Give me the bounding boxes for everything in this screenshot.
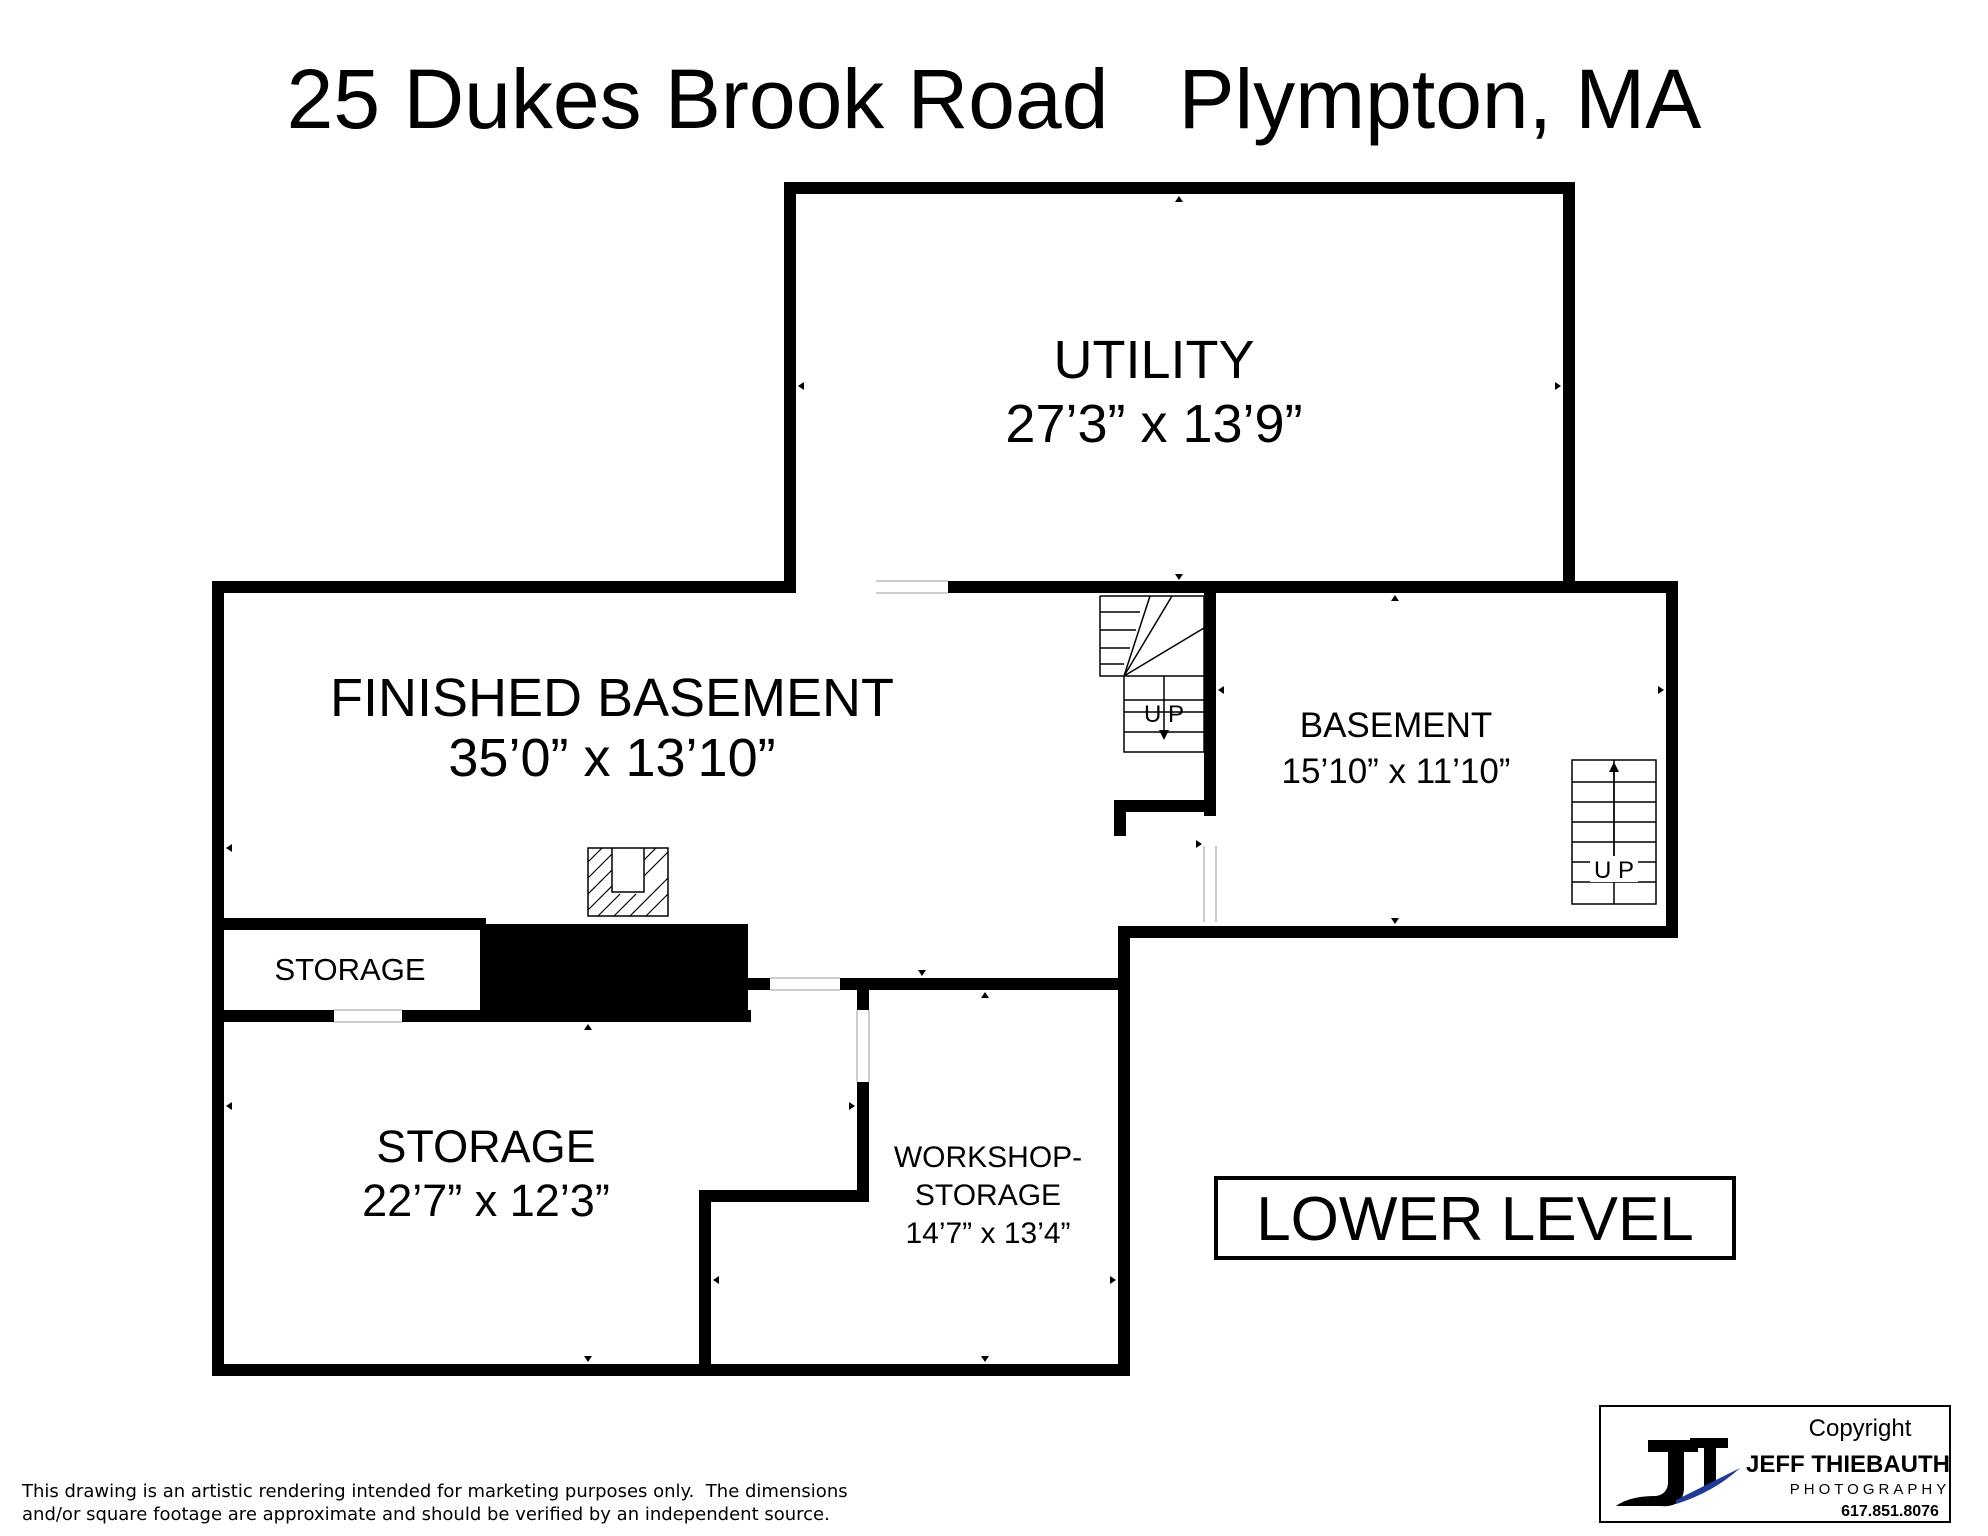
copyright-phone: 617.851.8076	[1841, 1503, 1939, 1520]
disclaimer-line-1: This drawing is an artistic rendering in…	[21, 1481, 848, 1502]
room-size-storage: 22’7” x 12’3”	[362, 1175, 610, 1226]
stair-up-label-1: U P	[1144, 701, 1184, 728]
jt-logo-icon	[1616, 1438, 1740, 1507]
room-name-storage-small: STORAGE	[274, 952, 425, 987]
room-name-utility: UTILITY	[1053, 330, 1254, 390]
dimension-ticks	[226, 196, 1664, 1362]
fireplace-hatch	[587, 847, 669, 917]
room-name-finished-basement: FINISHED BASEMENT	[330, 668, 894, 728]
room-name-basement: BASEMENT	[1300, 706, 1493, 745]
level-label-box	[1214, 1176, 1736, 1260]
room-size-utility: 27’3” x 13’9”	[1005, 394, 1302, 454]
disclaimer-line-2: and/or square footage are approximate an…	[22, 1504, 830, 1525]
copyright-sub: PHOTOGRAPHY	[1790, 1481, 1950, 1498]
copyright-name: JEFF THIEBAUTH	[1746, 1451, 1950, 1478]
copyright-heading: Copyright	[1809, 1415, 1912, 1442]
door-frames	[334, 580, 1217, 1082]
stair-up-label-2: U P	[1594, 857, 1634, 884]
walls	[212, 182, 1678, 1376]
level-label: LOWER LEVEL	[1256, 1185, 1694, 1254]
stair-finished-basement: U P	[1099, 595, 1205, 753]
room-name-workshop-line1: WORKSHOP-	[894, 1141, 1082, 1174]
room-size-finished-basement: 35’0” x 13’10”	[448, 728, 775, 788]
room-size-workshop: 14’7” x 13’4”	[905, 1217, 1070, 1250]
copyright-box: Copyright JEFF THIEBAUTH PHOTOGRAPHY 617…	[1599, 1405, 1951, 1523]
room-name-storage: STORAGE	[376, 1121, 595, 1172]
plan-title: 25 Dukes Brook Road Plympton, MA	[287, 52, 1702, 146]
door-openings	[334, 580, 1217, 1082]
stair-basement: U P	[1571, 759, 1657, 905]
room-size-basement: 15’10” x 11’10”	[1282, 752, 1511, 791]
room-name-workshop-line2: STORAGE	[915, 1179, 1061, 1212]
